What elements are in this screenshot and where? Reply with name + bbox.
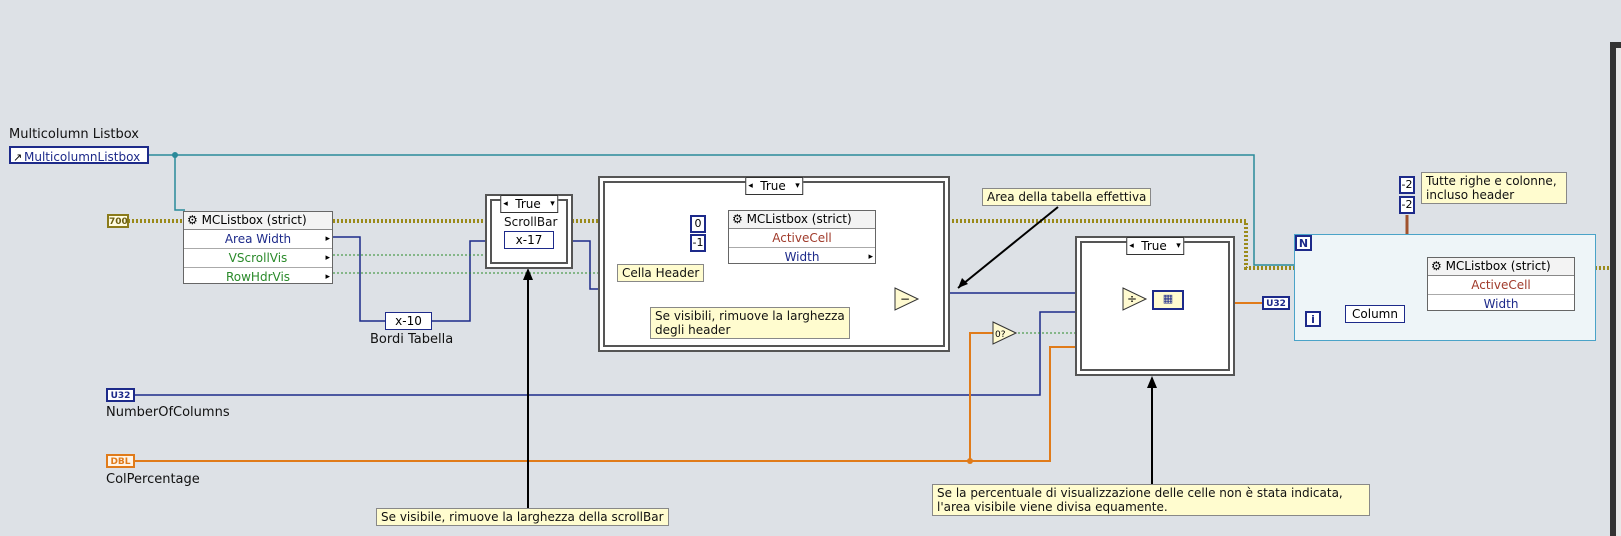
dbl-wire [969, 332, 995, 461]
error-wire [948, 219, 1300, 270]
for-loop[interactable]: N i Column ⚙ MCListbox (strict) ActiveCe… [1294, 234, 1596, 341]
property-node-header: ⚙ MCListbox (strict) [184, 212, 332, 230]
property-width[interactable]: Width▸ [784, 250, 873, 264]
wrench-icon: ⚙ [1431, 259, 1446, 273]
bordi-subtract-node[interactable]: x-10 [385, 312, 432, 330]
dbl-wire [135, 346, 1084, 462]
divide-note: Se la percentuale di visualizzazione del… [932, 484, 1370, 516]
wrench-icon: ⚙ [187, 213, 202, 227]
scrollbar-label: ScrollBar [504, 215, 558, 229]
reference-icon: ↗ [13, 151, 23, 164]
svg-text:÷: ÷ [1127, 292, 1137, 306]
error-cluster-constant[interactable]: 700 [107, 214, 129, 228]
property-vscroll-vis[interactable]: VScrollVis▸ [184, 249, 332, 268]
col-const[interactable]: -1 [690, 234, 706, 252]
cella-header-label: Cella Header [617, 264, 705, 282]
property-node-activecell[interactable]: ⚙ MCListbox (strict) ActiveCell Width▸ [728, 210, 876, 264]
scrollbar-note: Se visibile, rimuove la larghezza della … [376, 508, 669, 526]
bordi-label: Bordi Tabella [370, 332, 454, 347]
numcols-label: NumberOfColumns [106, 405, 230, 420]
column-bundle[interactable]: Column [1345, 305, 1405, 323]
case-selector[interactable]: ◂True▾ [745, 177, 803, 195]
loop-count-n[interactable]: N [1295, 235, 1312, 251]
scrollbar-subtract-node[interactable]: x-17 [504, 231, 554, 249]
row-const[interactable]: 0 [690, 215, 706, 233]
multicolumn-caption: Multicolumn Listbox [9, 127, 139, 142]
case-selector[interactable]: ◂True▾ [1126, 237, 1184, 255]
int-wire [432, 240, 490, 322]
all-rows-note: Tutte righe e colonne, incluso header [1421, 172, 1567, 204]
int-wire [135, 311, 1084, 396]
multicolumn-ref-terminal[interactable]: ↗MulticolumnListbox [9, 146, 149, 164]
case-structure-scrollbar[interactable]: ◂True▾ ScrollBar x-17 [485, 194, 573, 269]
ref-wire [174, 155, 185, 211]
u32-convert[interactable]: U32 [1262, 296, 1290, 310]
numcols-terminal[interactable]: U32 [106, 388, 135, 402]
property-activecell[interactable]: ActiveCell [729, 229, 875, 248]
case-structure-header[interactable]: ◂True▾ 0 -1 Cella Header ⚙ MCListbox (st… [598, 176, 950, 352]
property-rowhdr-vis[interactable]: RowHdrVis▸ [225, 270, 330, 284]
divide-icon[interactable]: ÷ [1122, 287, 1148, 311]
wrench-icon: ⚙ [732, 212, 747, 226]
area-note: Area della tabella effettiva [982, 188, 1152, 206]
ref-wire [145, 154, 1300, 266]
subtract-icon[interactable]: − [894, 287, 920, 311]
case-structure-divide[interactable]: ◂True▾ ÷ ▦ [1075, 236, 1235, 376]
svg-text:−: − [900, 292, 910, 306]
compare-icon[interactable]: 0? [992, 321, 1018, 345]
header-note: Se visibili, rimuove la larghezza degli … [650, 307, 850, 339]
minus-two-const[interactable]: -2 [1399, 176, 1415, 194]
property-node-area[interactable]: ⚙ MCListbox (strict) Area Width▸ VScroll… [183, 211, 333, 284]
svg-text:0?: 0? [995, 330, 1006, 340]
case-selector[interactable]: ◂True▾ [500, 195, 558, 213]
colpct-terminal[interactable]: DBL [106, 454, 135, 468]
loop-iteration-i: i [1305, 311, 1321, 327]
property-activecell[interactable]: ActiveCell [1428, 276, 1574, 295]
property-area-width[interactable]: Area Width▸ [184, 230, 332, 249]
array-build-icon[interactable]: ▦ [1152, 290, 1184, 310]
note-pointer [957, 206, 1059, 289]
colpct-label: ColPercentage [106, 472, 200, 487]
minus-two-const[interactable]: -2 [1399, 196, 1415, 214]
property-width[interactable]: Width [1483, 297, 1519, 311]
int-wire [333, 236, 385, 322]
property-node-loop[interactable]: ⚙ MCListbox (strict) ActiveCell Width [1427, 257, 1575, 311]
